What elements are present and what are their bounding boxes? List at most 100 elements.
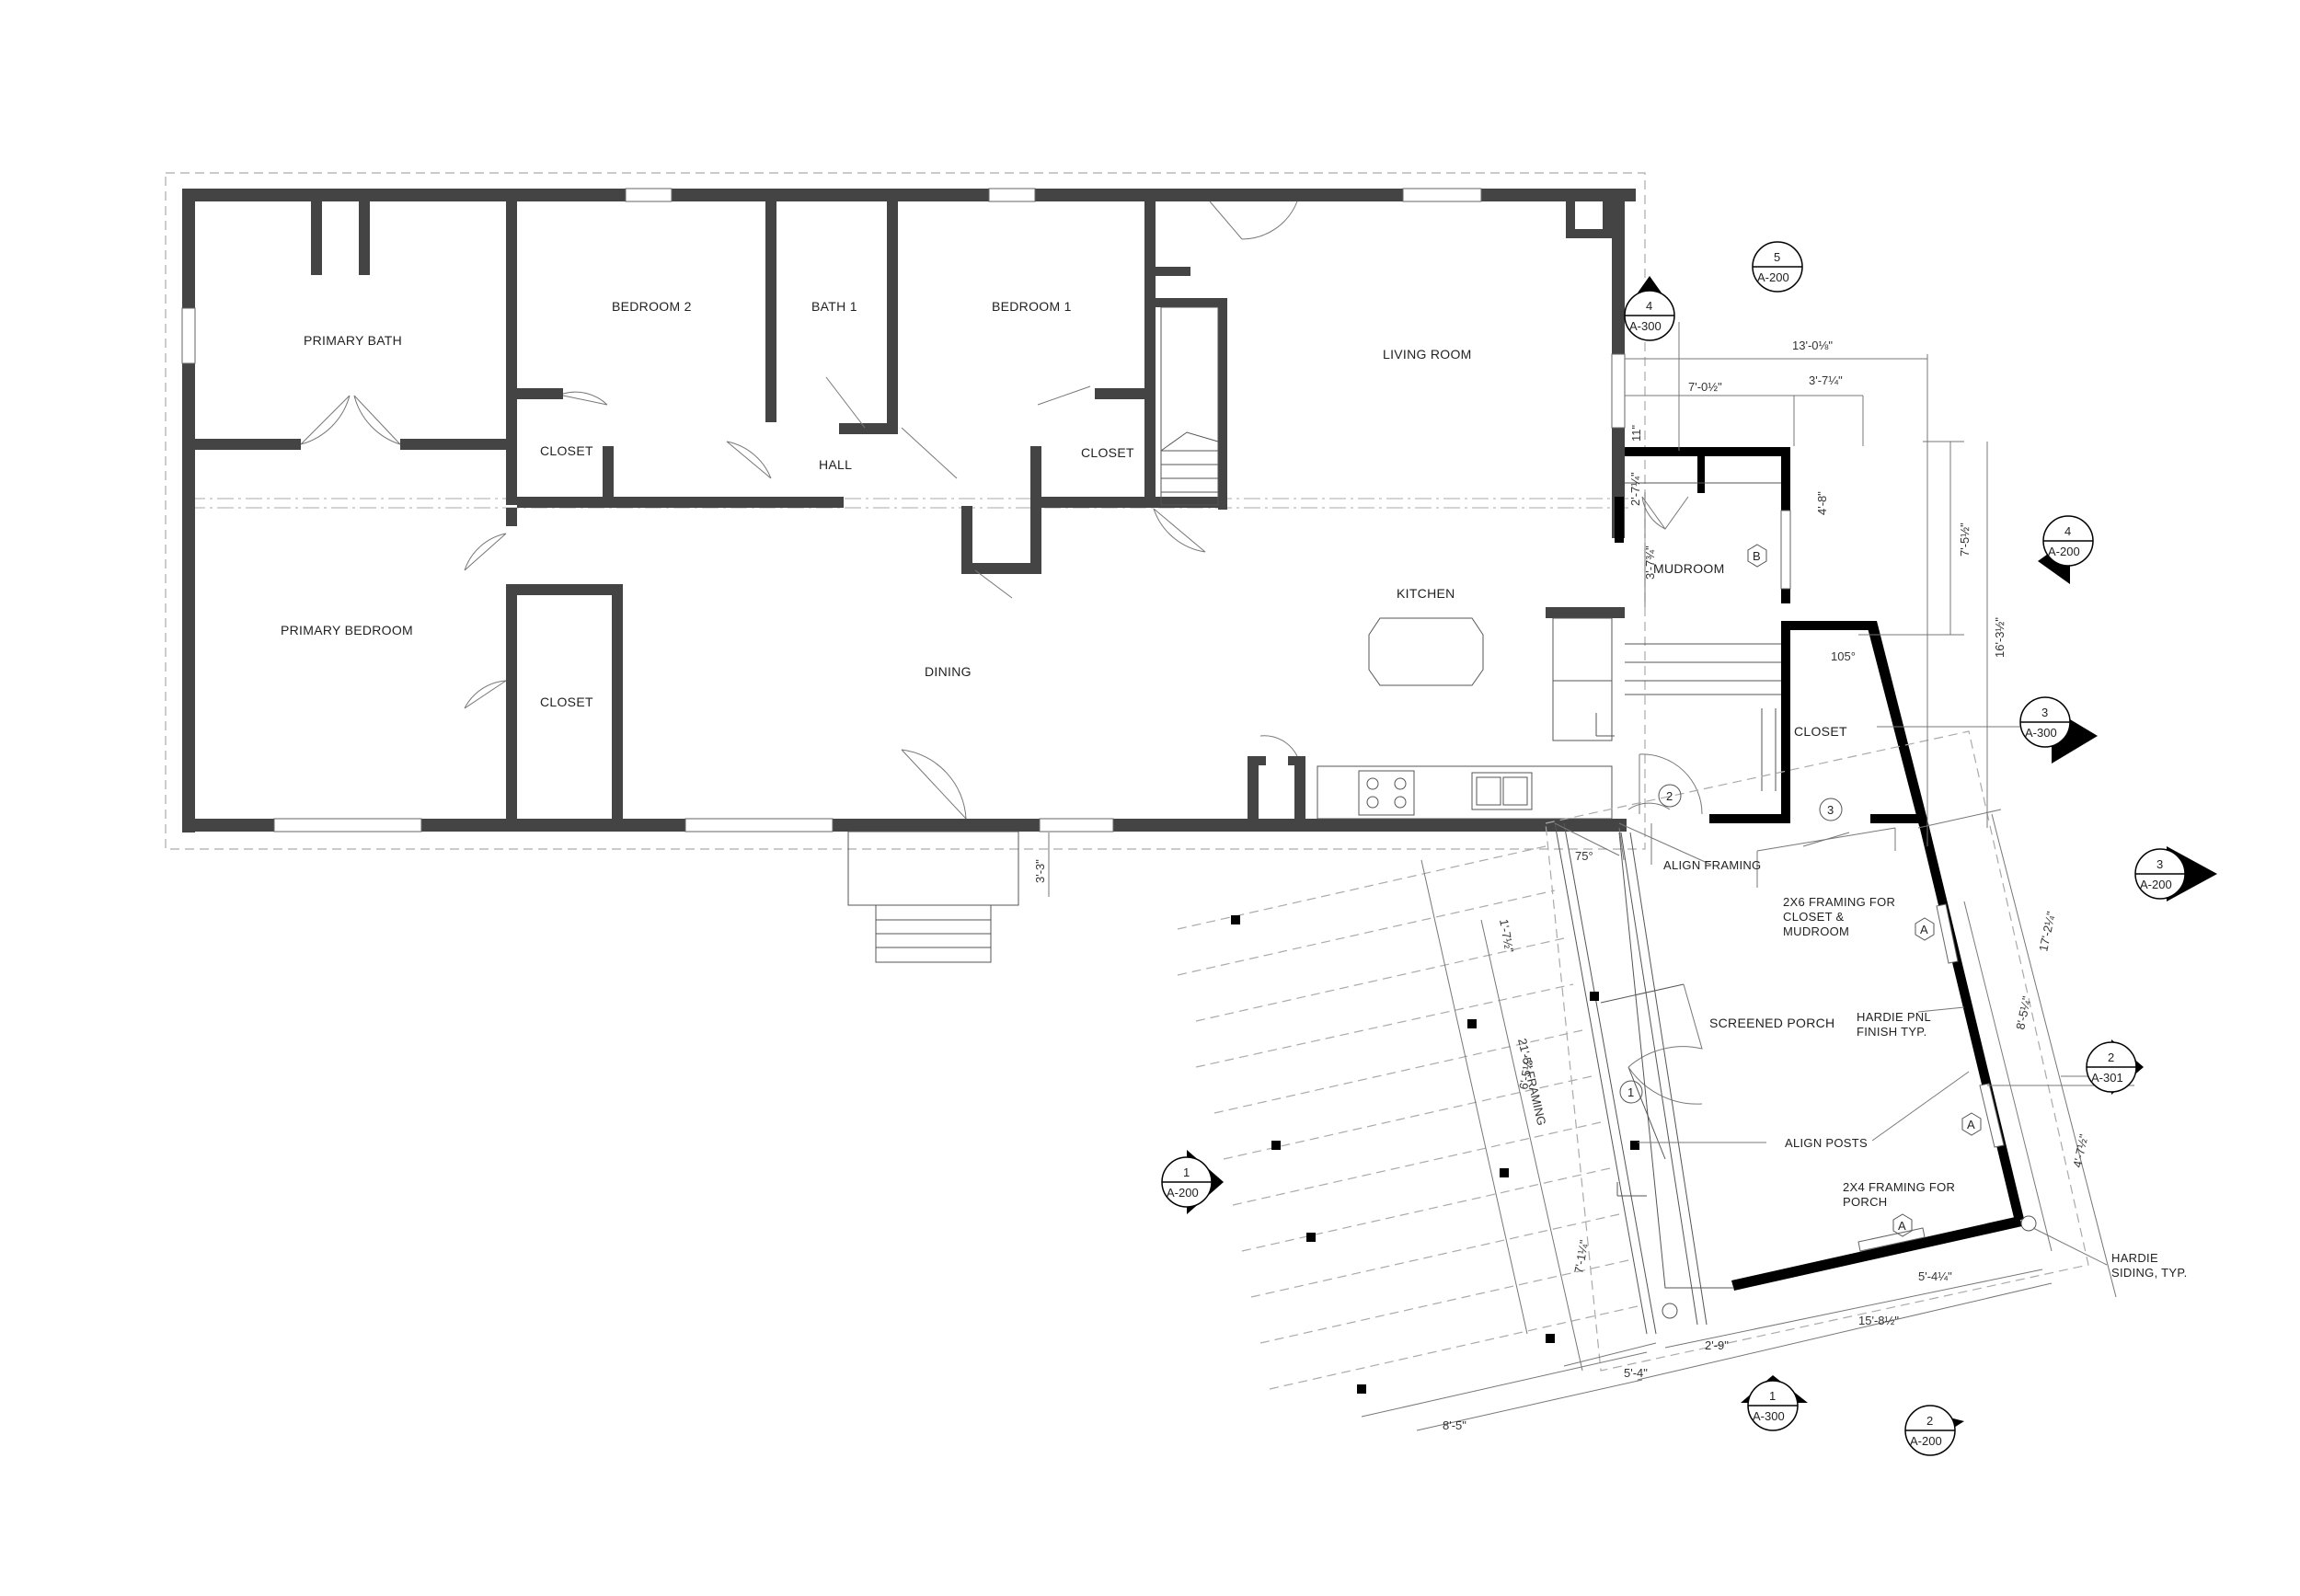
dim-17-2: 17'-2¼" <box>2036 910 2058 952</box>
svg-text:A-300: A-300 <box>1629 319 1662 333</box>
svg-text:1: 1 <box>1183 1165 1190 1179</box>
dim-8-5: 8'-5" <box>1443 1418 1466 1432</box>
existing-walls <box>182 189 1636 832</box>
note-hardie-siding-1: HARDIE <box>2111 1251 2158 1265</box>
svg-text:A-200: A-200 <box>2048 545 2080 558</box>
section-ref-2-a200: 2 A-200 <box>1904 1405 1964 1456</box>
room-mudroom: MUDROOM <box>1653 561 1725 576</box>
column-post <box>2020 1215 2037 1232</box>
section-ref-3-a200: 3 A-200 <box>2134 846 2217 901</box>
dim-2-7: 2'-7¼" <box>1628 472 1642 506</box>
svg-text:A-300: A-300 <box>1753 1409 1785 1423</box>
window-tags: B A A A <box>1747 544 1982 1237</box>
sink <box>1471 772 1533 810</box>
dim-4-7: 4'-7½" <box>2070 1132 2090 1168</box>
svg-text:4: 4 <box>1646 299 1652 313</box>
dim-4-8: 4'-8" <box>1815 491 1829 515</box>
room-closet-d: CLOSET <box>1794 724 1847 739</box>
kitchen-fixtures <box>1317 617 1613 820</box>
window-tag-a2: A <box>1967 1118 1975 1131</box>
dim-11: 11" <box>1629 425 1643 442</box>
roof-outline <box>165 172 1646 850</box>
dim-7-1: 7'-1¼" <box>1571 1238 1591 1274</box>
note-2x4-framing-1: 2X4 FRAMING FOR <box>1843 1180 1955 1194</box>
svg-text:3: 3 <box>2041 706 2048 719</box>
room-kitchen: KITCHEN <box>1397 586 1455 601</box>
svg-text:A-300: A-300 <box>2025 726 2057 740</box>
room-screened-porch: SCREENED PORCH <box>1709 1016 1834 1030</box>
svg-text:2: 2 <box>2108 1051 2114 1064</box>
dim-3-7: 3'-7¼" <box>1809 373 1843 387</box>
leader-lines <box>1554 726 2108 1266</box>
room-primary-bath: PRIMARY BATH <box>304 333 402 348</box>
section-ref-4-a300: 4 A-300 <box>1624 276 1675 341</box>
note-2x4-framing-2: PORCH <box>1843 1195 1887 1209</box>
door-tag-2: 2 <box>1666 789 1673 803</box>
dim-1-7: 1'-7½" <box>1497 918 1516 954</box>
note-2x6-framing-2: CLOSET & <box>1783 910 1844 924</box>
dim-2-9: 2'-9" <box>1705 1338 1729 1352</box>
section-ref-1-a200: 1 A-200 <box>1161 1150 1224 1214</box>
kitchen-island <box>1368 617 1484 686</box>
windows <box>181 188 1626 832</box>
dim-3-3: 3'-3" <box>1033 859 1047 883</box>
dimension-lines <box>1048 322 2134 1431</box>
dim-15-8: 15'-8½" <box>1858 1314 1899 1327</box>
room-hall: HALL <box>819 457 852 472</box>
porch-framing <box>1177 730 2089 1394</box>
room-bedroom-2: BEDROOM 2 <box>612 299 692 314</box>
room-bath-1: BATH 1 <box>811 299 857 314</box>
dim-7-5: 7'-5½" <box>1958 522 1972 557</box>
svg-text:A-200: A-200 <box>1757 270 1789 284</box>
section-ref-2-a301: 2 A-301 <box>2086 1039 2144 1095</box>
dim-75-deg: 75° <box>1575 849 1593 863</box>
room-closet-a: CLOSET <box>540 443 593 458</box>
dim-105-deg: 105° <box>1831 649 1856 663</box>
stairs <box>1160 306 1219 506</box>
room-living-room: LIVING ROOM <box>1383 347 1472 362</box>
room-bedroom-1: BEDROOM 1 <box>992 299 1072 314</box>
svg-text:1: 1 <box>1769 1389 1776 1403</box>
svg-text:A-200: A-200 <box>1910 1434 1942 1448</box>
note-hardie-pnl-1: HARDIE PNL <box>1857 1010 1931 1024</box>
section-ref-1-a300: 1 A-300 <box>1741 1375 1808 1431</box>
section-ref-3-a300: 3 A-300 <box>2019 696 2098 764</box>
door-tags: 2 3 1 <box>1619 784 1843 1104</box>
front-stoop <box>847 831 1019 963</box>
room-closet-c: CLOSET <box>540 695 593 709</box>
svg-text:3: 3 <box>2156 857 2163 871</box>
room-closet-b: CLOSET <box>1081 445 1134 460</box>
note-2x6-framing-1: 2X6 FRAMING FOR <box>1783 895 1895 909</box>
section-ref-4-a200: 4 A-200 <box>2038 515 2094 584</box>
note-hardie-pnl-2: FINISH TYP. <box>1857 1025 1927 1039</box>
note-2x6-framing-3: MUDROOM <box>1783 924 1849 938</box>
mudroom-details <box>1595 482 1850 847</box>
door-tag-3: 3 <box>1827 803 1834 817</box>
window-tag-a1: A <box>1920 923 1928 936</box>
note-hardie-siding-2: SIDING, TYP. <box>2111 1266 2188 1280</box>
dim-3-7b: 3'-7¾" <box>1643 545 1657 580</box>
note-align-framing: ALIGN FRAMING <box>1663 858 1761 872</box>
door-swings <box>300 201 1671 820</box>
svg-text:A-301: A-301 <box>2091 1071 2123 1085</box>
dim-13-0: 13'-0⅛" <box>1792 339 1833 352</box>
dim-5-4b: 5'-4¼" <box>1918 1269 1952 1283</box>
window-tag-b: B <box>1753 549 1761 563</box>
svg-text:4: 4 <box>2064 524 2071 538</box>
section-ref-5-a200: 5 A-200 <box>1752 241 1803 293</box>
room-dining: DINING <box>925 664 972 679</box>
note-align-posts: ALIGN POSTS <box>1785 1136 1868 1150</box>
dim-5-4: 5'-4" <box>1624 1366 1648 1380</box>
dim-7-0: 7'-0½" <box>1688 380 1722 394</box>
door-tag-1: 1 <box>1627 1085 1634 1099</box>
window-tag-a3: A <box>1898 1219 1906 1233</box>
svg-text:5: 5 <box>1774 250 1780 264</box>
dim-6-5: 6'-5⅛" <box>1516 1054 1535 1090</box>
svg-text:2: 2 <box>1926 1414 1933 1428</box>
svg-text:A-200: A-200 <box>2140 878 2172 891</box>
room-primary-bedroom: PRIMARY BEDROOM <box>281 623 413 637</box>
svg-text:A-200: A-200 <box>1167 1186 1199 1200</box>
dim-16-3: 16'-3½" <box>1993 617 2007 658</box>
dim-8-5b: 8'-5¼" <box>2013 994 2033 1030</box>
